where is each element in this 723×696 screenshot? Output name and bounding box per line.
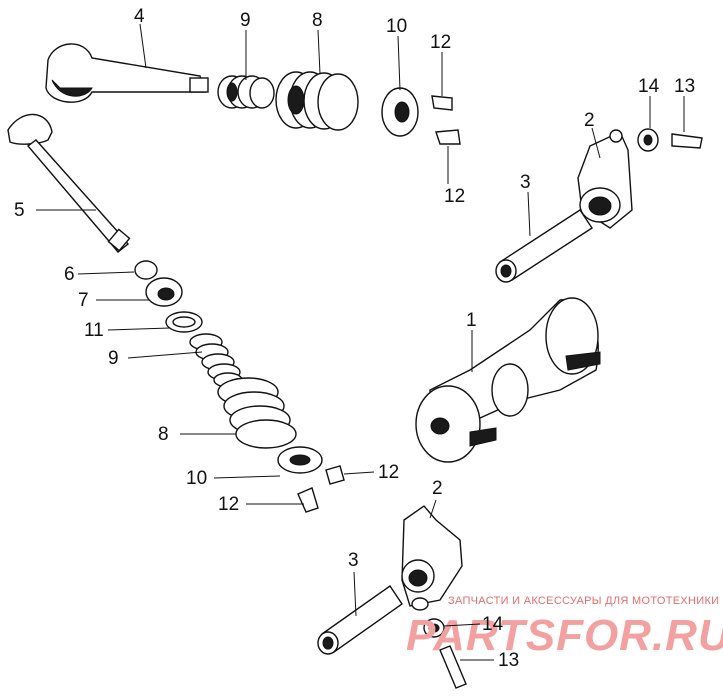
seal-6 <box>134 260 158 280</box>
callout-10-bottom: 10 <box>186 468 207 489</box>
callout-4: 4 <box>134 6 145 27</box>
callout-12-top-b: 12 <box>444 186 465 207</box>
camshaft-1 <box>415 297 601 463</box>
outer-spring-8-bottom <box>217 377 297 449</box>
spring-seat-7 <box>145 277 183 307</box>
leader-lines <box>36 23 685 661</box>
callout-13-bottom: 13 <box>498 650 519 671</box>
inner-spring-9-bottom <box>189 333 243 388</box>
callout-12-bottom-a: 12 <box>378 462 399 483</box>
cotter-12-top <box>431 95 461 145</box>
callout-12-top-a: 12 <box>430 32 451 53</box>
callout-2-bottom: 2 <box>432 478 443 499</box>
washer-11 <box>165 311 203 333</box>
callout-9-bottom: 9 <box>108 348 119 369</box>
outer-spring-8-top <box>275 71 359 131</box>
callout-3-top: 3 <box>520 172 531 193</box>
inner-spring-9-top <box>217 75 275 109</box>
rocker-arm-2-bottom <box>401 505 463 611</box>
screw-13-bottom <box>439 645 467 689</box>
callout-9-top: 9 <box>240 10 251 31</box>
watermark-logo: PARTSFOR.RU <box>406 611 723 660</box>
callout-10-top: 10 <box>386 16 407 37</box>
rocker-arm-2-top <box>577 129 633 229</box>
callout-8-bottom: 8 <box>158 424 169 445</box>
cotter-12-bottom <box>297 465 345 513</box>
watermark-tagline: ЗАПЧАСТИ И АКСЕССУАРЫ ДЛЯ МОТОТЕХНИКИ <box>448 595 719 607</box>
watermark: ЗАПЧАСТИ И АКСЕССУАРЫ ДЛЯ МОТОТЕХНИКИ PA… <box>406 595 723 660</box>
screw-13-top <box>671 133 703 149</box>
valve-5 <box>7 113 131 253</box>
nut-14-bottom <box>423 618 445 638</box>
callout-12-bottom-b: 12 <box>218 494 239 515</box>
callout-7: 7 <box>78 290 89 311</box>
callout-2-top: 2 <box>584 110 595 131</box>
callout-5: 5 <box>14 200 25 221</box>
callout-3-bottom: 3 <box>348 550 359 571</box>
callout-6: 6 <box>64 264 75 285</box>
callout-14-top: 14 <box>638 76 660 97</box>
callout-14-bottom: 14 <box>482 614 504 635</box>
callout-13-top: 13 <box>674 76 695 97</box>
retainer-10-bottom <box>277 446 323 474</box>
callout-11: 11 <box>84 320 104 341</box>
callouts: 4 9 8 10 12 12 14 13 2 3 5 6 7 11 9 1 8 … <box>14 6 695 671</box>
nut-14-top <box>637 128 659 152</box>
shaft-3-top <box>495 209 593 283</box>
retainer-10-top <box>381 87 419 137</box>
shaft-3-bottom <box>317 585 403 655</box>
callout-8-top: 8 <box>312 10 323 31</box>
valve-4 <box>45 43 209 103</box>
callout-1: 1 <box>466 310 477 331</box>
